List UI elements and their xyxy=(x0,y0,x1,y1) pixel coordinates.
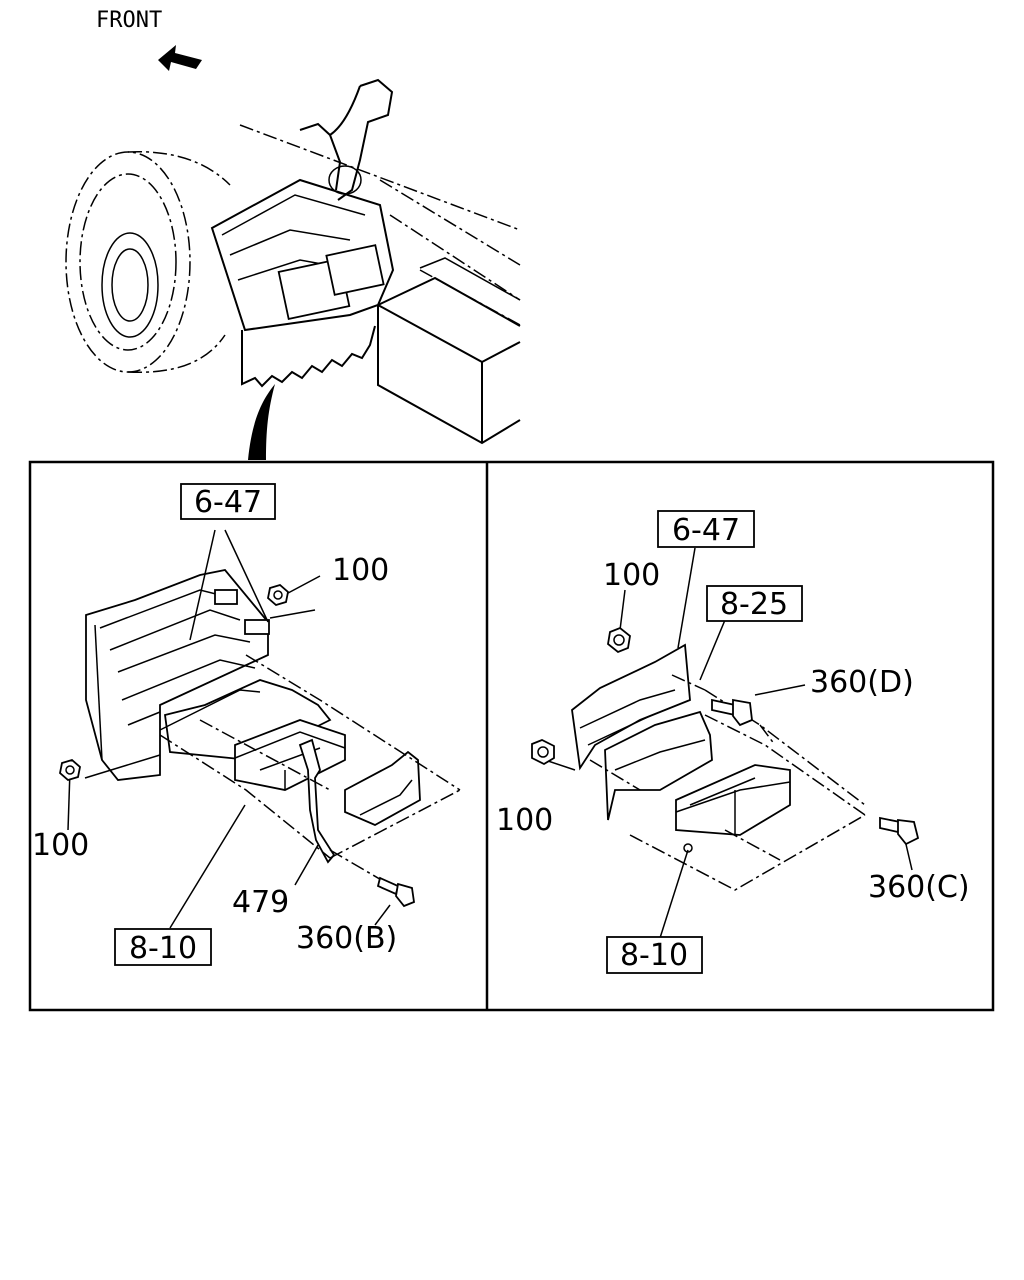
bolt-360c-icon xyxy=(879,816,920,846)
bolt-360c-label: 360(C) xyxy=(868,870,970,905)
nut-right-side-icon xyxy=(531,739,555,766)
bracket-479-label: 479 xyxy=(232,885,289,920)
nut-left-side-icon xyxy=(59,758,81,782)
part-ref-8-10-right: 8-10 xyxy=(620,938,688,973)
vehicle-overview-illustration xyxy=(65,78,521,460)
bolt-360b-icon xyxy=(376,876,415,908)
bolt-360b-label: 360(B) xyxy=(296,921,397,956)
mudguard-illustration xyxy=(210,178,395,388)
nut-100-label-left-top: 100 xyxy=(332,553,389,588)
part-ref-8-10-left: 8-10 xyxy=(129,931,197,966)
detail-callout-arrow xyxy=(248,384,275,460)
part-ref-6-47-left: 6-47 xyxy=(194,485,262,520)
detail-frame xyxy=(28,460,995,1012)
tire-illustration xyxy=(65,151,231,374)
bolt-360d-label: 360(D) xyxy=(810,665,914,700)
relay-box-right-illustration xyxy=(675,764,791,836)
part-ref-8-25: 8-25 xyxy=(720,587,788,622)
front-arrow-icon xyxy=(158,45,202,71)
nut-100-label-left-side: 100 xyxy=(32,828,89,863)
front-label: FRONT xyxy=(96,8,162,33)
spring-hanger-illustration xyxy=(299,78,394,201)
right-detail-panel: 6-47 100 8-25 360(D) 100 360(C) 8-10 xyxy=(496,510,970,974)
nut-100-label-right-side: 100 xyxy=(496,803,553,838)
left-detail-panel: 6-47 100 100 479 360(B) 8-10 xyxy=(32,483,461,966)
battery-box-illustration xyxy=(377,257,521,445)
lower-bracket-right-illustration xyxy=(604,710,713,821)
nut-right-top-icon xyxy=(607,626,631,654)
mounting-plate-left-illustration xyxy=(298,738,421,864)
nut-left-top-icon xyxy=(267,583,289,607)
part-ref-6-47-right: 6-47 xyxy=(672,513,740,548)
bolt-360d-icon xyxy=(711,698,753,727)
mud-flap-left-illustration xyxy=(85,569,270,781)
bracket-right-illustration xyxy=(571,643,691,771)
nut-100-label-right-top: 100 xyxy=(603,558,660,593)
front-direction-indicator: FRONT xyxy=(96,8,202,71)
